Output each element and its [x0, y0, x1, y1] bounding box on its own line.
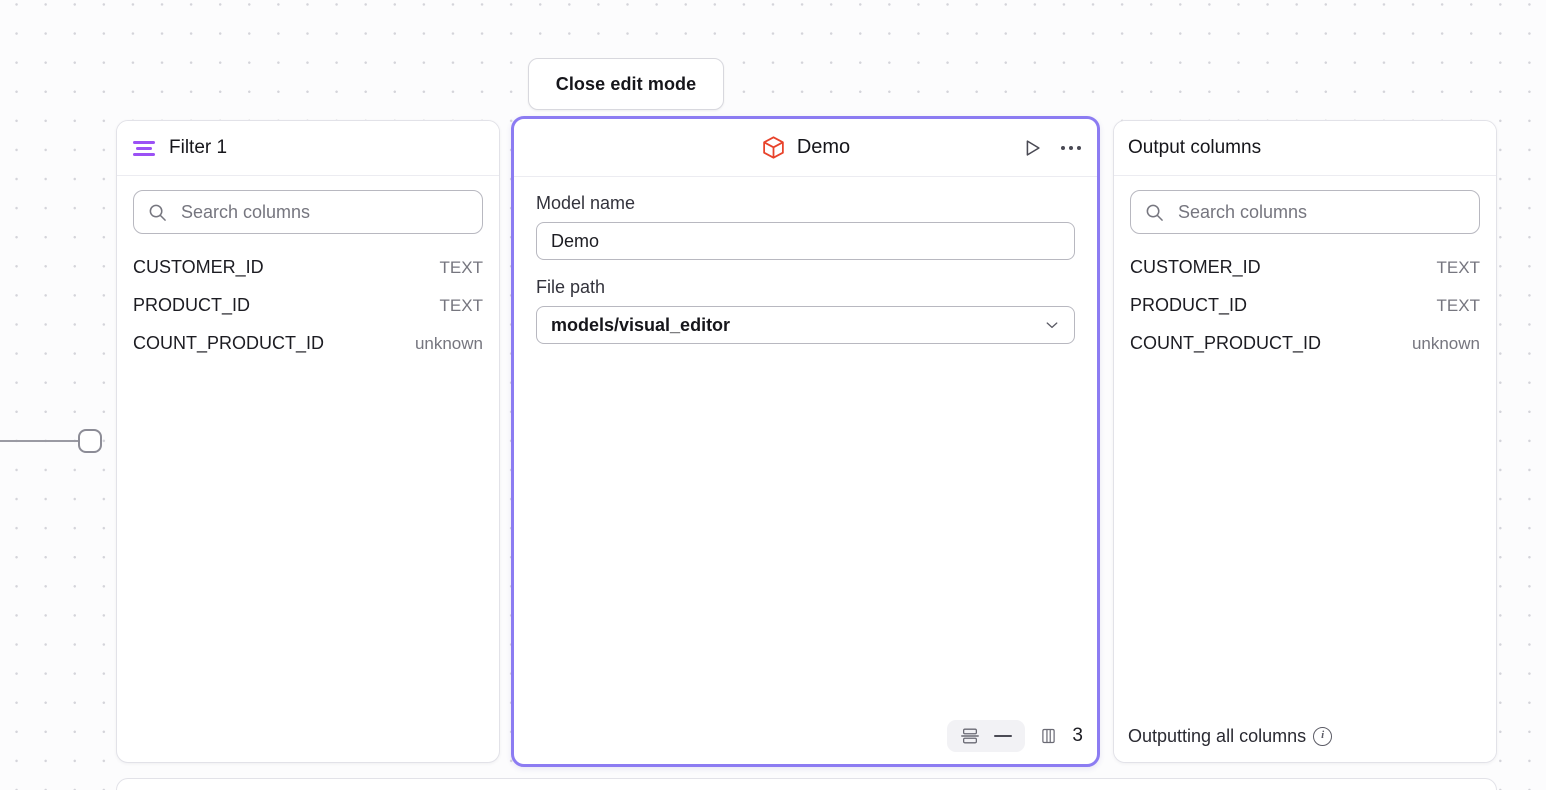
model-panel-header-actions [1021, 119, 1083, 177]
filter-search-input[interactable] [179, 200, 468, 224]
column-name: PRODUCT_ID [1130, 295, 1248, 315]
filter-icon [133, 140, 155, 156]
outputting-status: Outputting all columns i [1114, 710, 1496, 762]
output-search-input[interactable] [1176, 200, 1465, 224]
list-item[interactable]: CUSTOMER_ID TEXT [1130, 248, 1480, 286]
ellipsis-icon[interactable] [1059, 137, 1083, 159]
column-name: CUSTOMER_ID [1130, 257, 1261, 277]
filter-search-wrap [117, 176, 499, 234]
list-item[interactable]: COUNT_PRODUCT_ID unknown [133, 324, 483, 362]
output-panel-title: Output columns [1128, 137, 1262, 158]
column-type: TEXT [1436, 296, 1480, 315]
column-name: COUNT_PRODUCT_ID [133, 333, 325, 353]
column-type: TEXT [439, 296, 483, 315]
list-item[interactable]: COUNT_PRODUCT_ID unknown [1130, 324, 1480, 362]
column-type: unknown [414, 334, 483, 353]
model-panel-header: Demo [514, 119, 1097, 177]
cube-icon [763, 136, 784, 159]
close-edit-mode-button[interactable]: Close edit mode [528, 58, 724, 110]
rows-icon [961, 728, 980, 744]
column-name: PRODUCT_ID [133, 295, 251, 315]
output-search-box[interactable] [1130, 190, 1480, 234]
input-connector-line [0, 440, 84, 442]
filter-search-box[interactable] [133, 190, 483, 234]
column-type: TEXT [439, 258, 483, 277]
list-item[interactable]: PRODUCT_ID TEXT [1130, 286, 1480, 324]
output-search-wrap [1114, 176, 1496, 234]
columns-count: 3 [1072, 725, 1083, 746]
info-icon[interactable]: i [1313, 726, 1333, 746]
model-panel[interactable]: Demo Model name File path models/visual_… [511, 116, 1100, 767]
filter-panel-header: Filter 1 [117, 121, 499, 176]
list-item[interactable]: PRODUCT_ID TEXT [133, 286, 483, 324]
filter-column-list: CUSTOMER_ID TEXT PRODUCT_ID TEXT COUNT_P… [117, 234, 499, 362]
play-icon[interactable] [1021, 137, 1043, 159]
model-panel-title: Demo [796, 136, 851, 158]
file-path-label: File path [536, 277, 606, 297]
chevron-down-icon [1046, 322, 1058, 329]
search-icon [149, 204, 166, 221]
model-panel-body: Model name File path models/visual_edito… [514, 177, 1097, 344]
outputting-status-text: Outputting all columns [1128, 725, 1307, 746]
column-name: COUNT_PRODUCT_ID [1130, 333, 1322, 353]
filter-panel[interactable]: Filter 1 CUSTOMER_ID TEXT PRODUCT_ID TEX… [116, 120, 500, 763]
output-columns-panel[interactable]: Output columns CUSTOMER_ID TEXT PRODUCT_… [1113, 120, 1497, 763]
model-panel-footer: 3 [947, 720, 1083, 752]
rows-value-dash [994, 734, 1013, 738]
model-name-input[interactable] [536, 222, 1075, 260]
column-type: unknown [1411, 334, 1480, 353]
input-connector-handle[interactable] [78, 429, 102, 453]
file-path-value: models/visual_editor [551, 314, 731, 335]
column-name: CUSTOMER_ID [133, 257, 264, 277]
list-item[interactable]: CUSTOMER_ID TEXT [133, 248, 483, 286]
output-column-list: CUSTOMER_ID TEXT PRODUCT_ID TEXT COUNT_P… [1114, 234, 1496, 362]
search-icon [1146, 204, 1163, 221]
column-type: TEXT [1436, 258, 1480, 277]
file-path-select[interactable]: models/visual_editor [536, 306, 1075, 344]
rows-indicator[interactable] [947, 720, 1026, 752]
columns-icon[interactable] [1039, 726, 1058, 746]
bottom-partial-panel[interactable] [116, 778, 1497, 790]
output-panel-header: Output columns [1114, 121, 1496, 176]
filter-panel-title: Filter 1 [169, 137, 228, 158]
model-name-label: Model name [536, 193, 636, 213]
